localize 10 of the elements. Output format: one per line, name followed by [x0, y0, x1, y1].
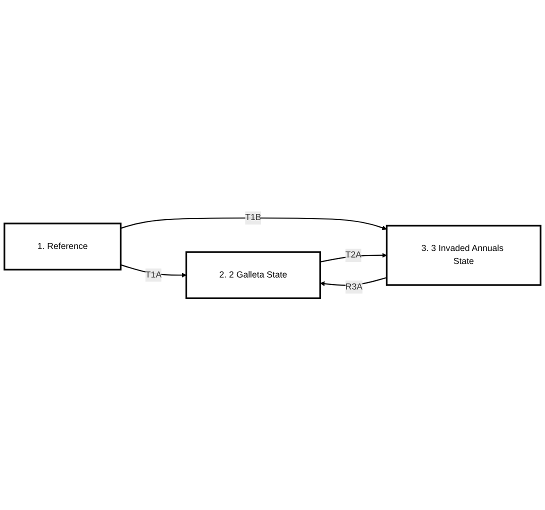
edge-label: T1A [145, 270, 162, 280]
node-box: 1. Reference [4, 222, 122, 271]
edge-label: T1B [245, 213, 262, 223]
edge-label: R3A [345, 282, 363, 292]
node-box: 2. 2 Galleta State [185, 251, 321, 300]
node-box: 3. 3 Invaded Annuals State [386, 225, 542, 286]
arrow [320, 277, 387, 286]
arrow [320, 253, 387, 263]
edge-label: T2A [345, 250, 362, 260]
arrow [120, 218, 387, 230]
